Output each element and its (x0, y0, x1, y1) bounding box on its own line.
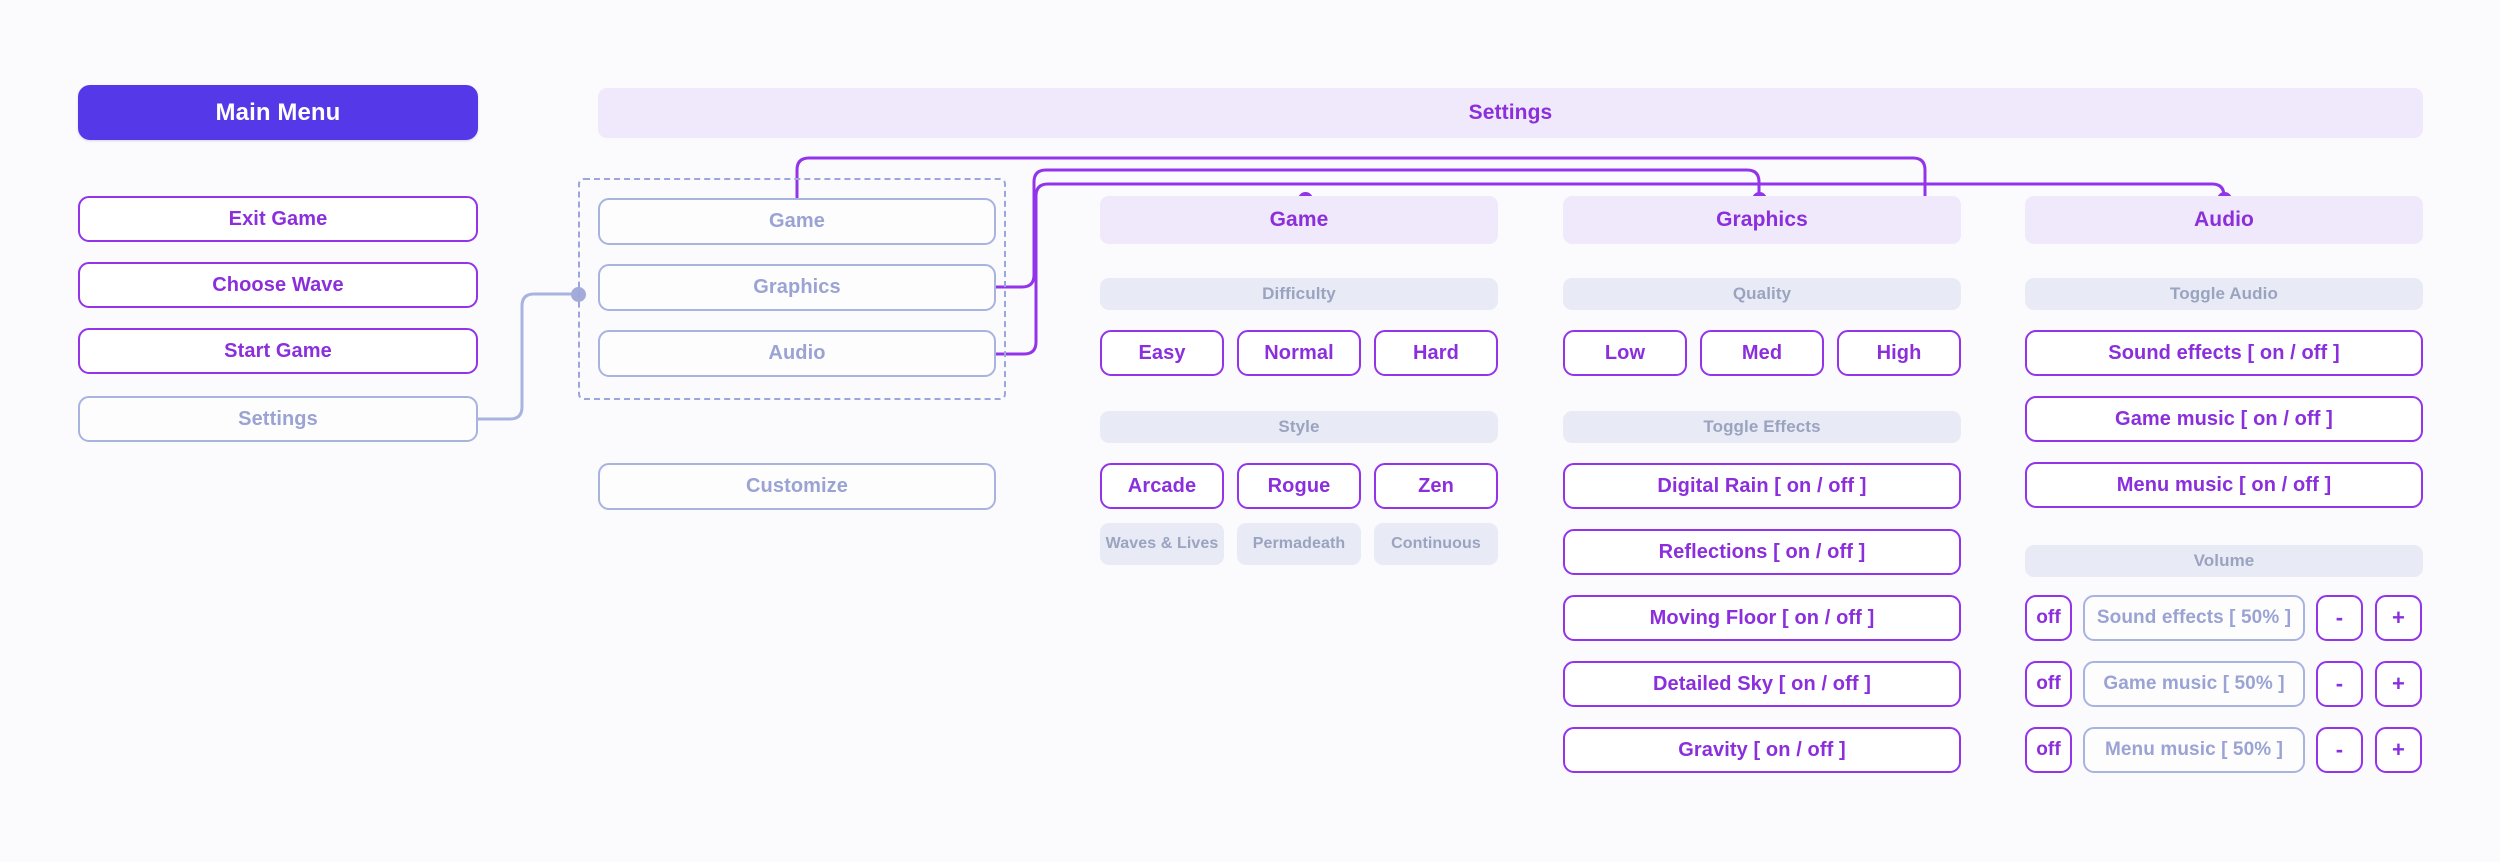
toggle-moving-floor[interactable]: Moving Floor [ on / off ] (1563, 595, 1961, 641)
option-difficulty-easy[interactable]: Easy (1100, 330, 1224, 376)
volume-plus-menu-music[interactable]: + (2375, 727, 2422, 773)
caption-style-continuous: Continuous (1374, 523, 1498, 565)
section-label-toggle-effects: Toggle Effects (1563, 411, 1961, 443)
column-header-audio: Audio (2025, 196, 2423, 244)
toggle-detailed-sky[interactable]: Detailed Sky [ on / off ] (1563, 661, 1961, 707)
option-style-rogue[interactable]: Rogue (1237, 463, 1361, 509)
volume-off-menu-music[interactable]: off (2025, 727, 2072, 773)
volume-minus-sound-effects[interactable]: - (2316, 595, 2363, 641)
volume-minus-menu-music[interactable]: - (2316, 727, 2363, 773)
option-difficulty-normal[interactable]: Normal (1237, 330, 1361, 376)
volume-value-game-music[interactable]: Game music [ 50% ] (2083, 661, 2305, 707)
main-menu-item-exit-game[interactable]: Exit Game (78, 196, 478, 242)
option-quality-low[interactable]: Low (1563, 330, 1687, 376)
volume-value-menu-music[interactable]: Menu music [ 50% ] (2083, 727, 2305, 773)
toggle-reflections[interactable]: Reflections [ on / off ] (1563, 529, 1961, 575)
section-label-volume: Volume (2025, 545, 2423, 577)
section-label-quality: Quality (1563, 278, 1961, 310)
volume-value-sound-effects[interactable]: Sound effects [ 50% ] (2083, 595, 2305, 641)
customize-button[interactable]: Customize (598, 463, 996, 510)
volume-plus-game-music[interactable]: + (2375, 661, 2422, 707)
volume-plus-sound-effects[interactable]: + (2375, 595, 2422, 641)
toggle-gravity[interactable]: Gravity [ on / off ] (1563, 727, 1961, 773)
toggle-menu-music[interactable]: Menu music [ on / off ] (2025, 462, 2423, 508)
toggle-sound-effects[interactable]: Sound effects [ on / off ] (2025, 330, 2423, 376)
volume-minus-game-music[interactable]: - (2316, 661, 2363, 707)
section-label-toggle-audio: Toggle Audio (2025, 278, 2423, 310)
option-quality-med[interactable]: Med (1700, 330, 1824, 376)
settings-submenu-group (578, 178, 1006, 400)
volume-off-sound-effects[interactable]: off (2025, 595, 2072, 641)
settings-submenu-item-audio[interactable]: Audio (598, 330, 996, 377)
option-style-zen[interactable]: Zen (1374, 463, 1498, 509)
toggle-digital-rain[interactable]: Digital Rain [ on / off ] (1563, 463, 1961, 509)
column-header-game: Game (1100, 196, 1498, 244)
main-menu-item-start-game[interactable]: Start Game (78, 328, 478, 374)
main-menu-item-choose-wave[interactable]: Choose Wave (78, 262, 478, 308)
volume-off-game-music[interactable]: off (2025, 661, 2072, 707)
section-label-difficulty: Difficulty (1100, 278, 1498, 310)
column-header-graphics: Graphics (1563, 196, 1961, 244)
caption-style-permadeath: Permadeath (1237, 523, 1361, 565)
option-difficulty-hard[interactable]: Hard (1374, 330, 1498, 376)
section-label-style: Style (1100, 411, 1498, 443)
settings-submenu-item-game[interactable]: Game (598, 198, 996, 245)
main-menu-item-settings[interactable]: Settings (78, 396, 478, 442)
option-quality-high[interactable]: High (1837, 330, 1961, 376)
settings-submenu-item-graphics[interactable]: Graphics (598, 264, 996, 311)
main-menu-title: Main Menu (78, 85, 478, 140)
settings-header-bar: Settings (598, 88, 2423, 138)
caption-style-waves-and-lives: Waves & Lives (1100, 523, 1224, 565)
option-style-arcade[interactable]: Arcade (1100, 463, 1224, 509)
toggle-game-music[interactable]: Game music [ on / off ] (2025, 396, 2423, 442)
